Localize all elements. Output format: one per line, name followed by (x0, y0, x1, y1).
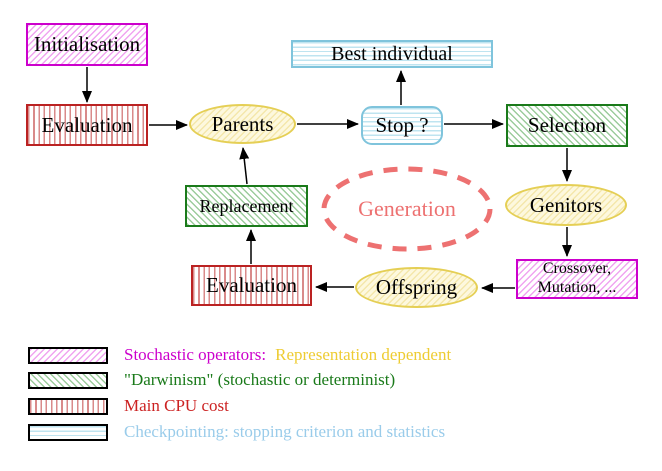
legend-text-darwinism: "Darwinism" (stochastic or determinist) (124, 370, 396, 389)
node-initialisation: Initialisation (26, 23, 148, 66)
node-evaluation-top-label: Evaluation (41, 112, 133, 137)
legend-swatch-red-lines (28, 397, 108, 415)
node-best-individual-label: Best individual (331, 42, 453, 65)
legend-text-cpu: Main CPU cost (124, 396, 229, 415)
node-initialisation-label: Initialisation (33, 32, 141, 57)
legend-swatch-magenta-hatch (28, 346, 108, 364)
node-parents-label: Parents (211, 111, 274, 136)
node-selection: Selection (506, 104, 628, 147)
node-stop-label: Stop ? (375, 113, 429, 138)
legend-item-main-cpu-cost: Main CPU cost (28, 396, 229, 416)
node-genitors-label: Genitors (529, 192, 603, 217)
legend-swatch-cyan-lines (28, 423, 108, 441)
legend-item-checkpointing: Checkpointing: stopping criterion and st… (28, 422, 445, 442)
node-evaluation-bottom-label: Evaluation (206, 273, 297, 298)
legend-text-representation: Representation dependent (275, 345, 452, 364)
node-crossover-line1: Crossover, (542, 260, 612, 278)
node-evaluation-top: Evaluation (26, 104, 148, 146)
legend-swatch-green-hatch (28, 371, 108, 389)
node-replacement-label: Replacement (199, 195, 294, 216)
legend-text-stochastic: Stochastic operators: (124, 345, 267, 364)
node-offspring: Offspring (355, 267, 478, 308)
node-evaluation-bottom: Evaluation (191, 265, 312, 306)
node-crossover-mutation: Crossover, Mutation, ... (516, 259, 638, 299)
generation-label: Generation (358, 196, 456, 221)
node-crossover-line2: Mutation, ... (537, 279, 617, 296)
node-replacement: Replacement (185, 185, 308, 227)
node-genitors: Genitors (505, 184, 627, 226)
node-best-individual: Best individual (291, 40, 493, 68)
legend-text-checkpointing: Checkpointing: stopping criterion and st… (124, 422, 446, 441)
node-stop: Stop ? (361, 106, 443, 145)
legend-item-darwinism: "Darwinism" (stochastic or determinist) (28, 370, 395, 390)
node-offspring-label: Offspring (375, 275, 458, 300)
node-selection-label: Selection (527, 113, 607, 138)
node-parents: Parents (189, 104, 296, 144)
legend-item-stochastic-operators: Stochastic operators: Representation dep… (28, 345, 451, 365)
